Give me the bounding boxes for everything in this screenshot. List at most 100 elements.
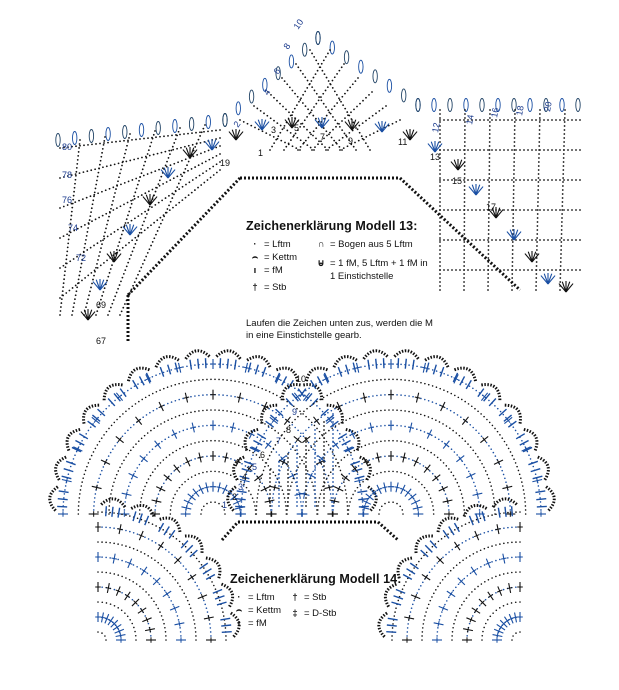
chain-stitch xyxy=(471,591,473,593)
treble-stitch xyxy=(414,593,418,600)
chain-stitch xyxy=(155,525,157,527)
chain-stitch xyxy=(93,274,95,277)
chain-stitch xyxy=(162,214,165,217)
chain-stitch xyxy=(506,572,509,574)
treble-stitch xyxy=(222,487,228,492)
row-number: 5 xyxy=(294,123,299,133)
chain-stitch xyxy=(509,509,512,511)
chain-stitch xyxy=(198,472,200,475)
chain-stitch xyxy=(351,470,353,472)
chain-stitch xyxy=(477,585,479,588)
chain-stitch xyxy=(199,135,201,137)
chain-stitch xyxy=(559,289,561,291)
chain-stitch xyxy=(154,190,157,193)
chain-stitch xyxy=(269,473,271,475)
chain-stitch xyxy=(521,481,523,483)
chain-stitch xyxy=(317,120,320,123)
chain-stitch xyxy=(575,119,577,121)
chain-stitch xyxy=(372,364,374,366)
chain-stitch xyxy=(143,164,145,167)
treble-stitch xyxy=(103,459,108,465)
chain-stitch xyxy=(513,121,516,123)
chain-stitch xyxy=(123,459,125,462)
treble-stitch xyxy=(475,186,484,196)
chain-stitch xyxy=(494,455,497,457)
chain-stitch xyxy=(114,399,116,402)
chain-stitch xyxy=(561,185,564,187)
chain-stitch xyxy=(182,565,185,567)
chain-stitch xyxy=(494,405,496,407)
chain-stitch xyxy=(202,394,204,396)
chain-stitch xyxy=(93,497,96,499)
treble-stitch xyxy=(105,506,108,517)
chain-stitch xyxy=(171,192,174,195)
chain-stitch xyxy=(230,395,232,397)
chain-stitch xyxy=(94,168,97,171)
chain-stitch xyxy=(510,602,513,604)
treble-icon: † xyxy=(292,592,298,603)
chain-stitch xyxy=(123,182,126,184)
chain-stitch xyxy=(103,261,105,264)
scallop-edge xyxy=(453,366,478,382)
chain-stitch xyxy=(539,109,541,111)
chain-stitch xyxy=(332,509,334,511)
chain-stitch xyxy=(343,481,345,483)
chain-stitch xyxy=(78,143,81,145)
chain-stitch xyxy=(161,440,163,443)
legend-item: ⊎= 1 fM, 5 Lftm + 1 fM in xyxy=(312,258,482,271)
chain-stitch xyxy=(555,149,557,151)
picot-arch-icon: ⊎ xyxy=(317,258,325,269)
chain-stitch xyxy=(409,574,411,576)
chain-stitch xyxy=(116,418,118,421)
chain-stitch xyxy=(269,501,271,503)
treble-stitch xyxy=(496,589,503,593)
chain-stitch xyxy=(488,197,490,199)
treble-stitch xyxy=(434,475,439,481)
chain-stitch xyxy=(535,265,538,267)
chain-stitch xyxy=(91,203,94,206)
chain-stitch xyxy=(151,188,154,191)
chain-stitch xyxy=(151,206,153,209)
chain-stitch xyxy=(539,501,542,503)
chain-stitch xyxy=(463,133,466,135)
chain-stitch xyxy=(431,501,433,503)
chain-stitch xyxy=(452,429,454,432)
chain-stitch xyxy=(293,134,295,137)
chain-stitch xyxy=(310,421,313,424)
chain-stitch xyxy=(513,153,516,155)
chain-stitch xyxy=(210,635,212,637)
chain-stitch xyxy=(155,604,157,606)
chain-stitch xyxy=(480,583,483,585)
row-number: 4 xyxy=(242,472,247,482)
chain-stitch xyxy=(241,429,244,432)
chain-stitch xyxy=(170,505,172,507)
chain-stitch xyxy=(543,119,545,121)
treble-stitch xyxy=(367,359,371,370)
treble-stitch xyxy=(452,372,459,383)
chain-stitch xyxy=(447,505,450,507)
treble-stitch xyxy=(190,426,197,429)
treble-stitch xyxy=(426,432,433,436)
chain-stitch xyxy=(297,489,300,491)
chain-stitch xyxy=(101,586,103,588)
treble-stitch xyxy=(405,129,411,141)
chain-stitch xyxy=(439,253,441,255)
chain-stitch xyxy=(368,411,370,414)
chain-stitch xyxy=(310,80,313,82)
chain-stitch xyxy=(173,470,175,472)
treble-stitch xyxy=(269,414,279,422)
chain-stitch xyxy=(136,533,139,535)
chain-stitch xyxy=(504,477,506,480)
chain-stitch xyxy=(177,619,180,621)
chain-stitch xyxy=(334,425,337,427)
chain-stitch xyxy=(517,469,520,472)
chain-stitch xyxy=(323,501,325,503)
chain-stitch xyxy=(302,497,305,499)
chain-stitch xyxy=(302,435,305,438)
chain-stitch xyxy=(346,501,348,503)
chain-stitch xyxy=(524,505,527,507)
treble-stitch xyxy=(416,505,419,511)
chain-stitch xyxy=(74,201,77,203)
chain-stitch xyxy=(101,190,103,193)
treble-stitch xyxy=(207,139,213,151)
